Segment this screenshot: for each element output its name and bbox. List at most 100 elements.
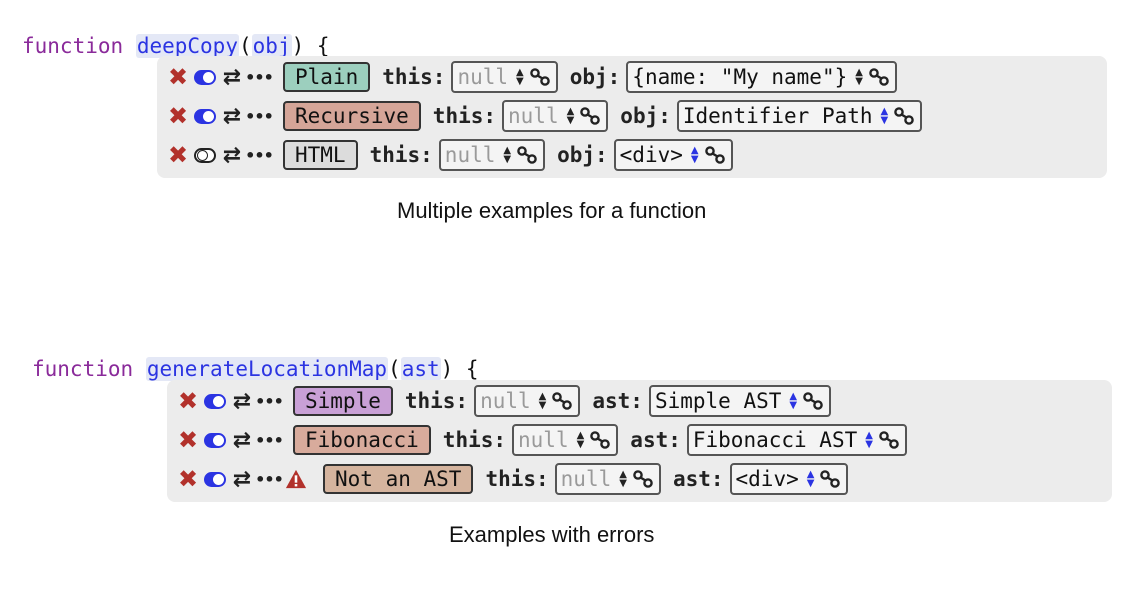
up-down-icon[interactable]: ▲▼ xyxy=(789,391,798,411)
swap-arrows-icon[interactable]: ⇄ xyxy=(232,466,252,492)
this-value-select[interactable]: null▲▼ xyxy=(502,100,609,132)
example-name-chip[interactable]: Simple xyxy=(293,386,393,416)
param-label: ast: xyxy=(592,389,643,413)
example-row: ✖ ⇄••• Simple this: null ▲▼ ast: Simple AST ▲▼ xyxy=(177,384,843,418)
this-value-select[interactable]: null ▲▼ xyxy=(474,385,581,417)
warning-icon xyxy=(285,468,307,490)
close-icon[interactable]: ✖ xyxy=(177,387,199,415)
param-value-select[interactable]: Fibonacci AST ▲▼ xyxy=(686,424,907,456)
function-name[interactable]: generateLocationMap xyxy=(145,357,389,381)
this-label: this: xyxy=(404,389,469,413)
link-icon[interactable] xyxy=(892,105,916,127)
link-icon[interactable] xyxy=(588,429,612,451)
up-down-icon[interactable]: ▲▼ xyxy=(855,67,863,87)
close-icon[interactable]: ✖ xyxy=(177,426,199,454)
param-value: <div> xyxy=(619,143,683,167)
param-value-select[interactable]: Simple AST ▲▼ xyxy=(648,385,832,417)
this-label: this: xyxy=(432,104,497,128)
swap-arrows-icon[interactable]: ⇄ xyxy=(222,142,242,168)
toggle-switch[interactable] xyxy=(204,432,226,448)
this-value-select[interactable]: null ▲▼ xyxy=(554,463,661,495)
toggle-icon[interactable] xyxy=(204,429,226,451)
this-value-select[interactable]: null▲▼ xyxy=(451,61,558,93)
link-icon[interactable] xyxy=(801,390,825,412)
up-down-icon[interactable]: ▲▼ xyxy=(538,391,547,411)
link-icon[interactable] xyxy=(528,66,552,88)
example-name-chip[interactable]: Recursive xyxy=(283,101,421,131)
toggle-switch[interactable] xyxy=(194,147,216,163)
param-value-select[interactable]: <div> ▲▼ xyxy=(729,463,849,495)
close-icon[interactable]: ✖ xyxy=(167,102,189,130)
this-value: null xyxy=(444,143,496,167)
link-icon[interactable] xyxy=(818,468,842,490)
swap-arrows-icon[interactable]: ⇄ xyxy=(232,388,252,414)
up-down-icon[interactable]: ▲▼ xyxy=(690,145,699,165)
up-down-icon[interactable]: ▲▼ xyxy=(566,106,575,126)
up-down-icon[interactable]: ▲▼ xyxy=(503,145,512,165)
toggle-icon[interactable] xyxy=(204,390,226,412)
close-icon[interactable]: ✖ xyxy=(167,141,189,169)
toggle-switch[interactable] xyxy=(194,108,216,124)
param-value-select[interactable]: <div> ▲▼ xyxy=(613,139,733,171)
this-value: null xyxy=(560,467,612,491)
function-name[interactable]: deepCopy xyxy=(135,34,239,58)
up-down-icon[interactable]: ▲▼ xyxy=(619,469,627,489)
example-name-chip[interactable]: Fibonacci xyxy=(293,425,431,455)
toggle-icon[interactable] xyxy=(194,144,216,166)
example-name-chip[interactable]: Not an AST xyxy=(323,464,474,494)
swap-arrows-icon[interactable]: ⇄ xyxy=(222,64,242,90)
param-value: <div> xyxy=(735,467,799,491)
link-icon[interactable] xyxy=(550,390,574,412)
link-icon[interactable] xyxy=(877,429,901,451)
link-icon[interactable] xyxy=(631,468,655,490)
toggle-switch[interactable] xyxy=(204,471,226,487)
example-name-chip[interactable]: HTML xyxy=(283,140,358,170)
up-down-icon[interactable]: ▲▼ xyxy=(516,67,524,87)
close-icon[interactable]: ✖ xyxy=(177,465,199,493)
example-row: ✖ ⇄••• Recursive this:null▲▼ obj:Identifier … xyxy=(167,99,934,133)
more-icon[interactable]: ••• xyxy=(255,469,284,489)
more-icon[interactable]: ••• xyxy=(255,391,284,411)
caption-examples-with-errors: Examples with errors xyxy=(449,522,655,547)
more-icon[interactable]: ••• xyxy=(245,67,274,87)
function-keyword: function xyxy=(32,357,134,381)
toggle-icon[interactable] xyxy=(194,66,216,88)
param-value: Fibonacci AST xyxy=(692,428,858,452)
link-icon[interactable] xyxy=(515,144,539,166)
param-value-select[interactable]: {name: "My name"} ▲▼ xyxy=(626,61,897,93)
toggle-icon[interactable] xyxy=(194,105,216,127)
param-value: Simple AST xyxy=(654,389,782,413)
this-value-select[interactable]: null ▲▼ xyxy=(438,139,546,171)
toggle-switch[interactable] xyxy=(204,393,226,409)
toggle-icon[interactable] xyxy=(204,468,226,490)
link-icon[interactable] xyxy=(703,144,727,166)
param-value: {name: "My name"} xyxy=(632,65,848,89)
up-down-icon[interactable]: ▲▼ xyxy=(806,469,815,489)
function-keyword: function xyxy=(22,34,124,58)
close-icon[interactable]: ✖ xyxy=(167,63,189,91)
this-value: null xyxy=(518,428,569,452)
more-icon[interactable]: ••• xyxy=(245,106,274,126)
toggle-switch[interactable] xyxy=(194,69,216,85)
link-icon[interactable] xyxy=(578,105,602,127)
up-down-icon[interactable]: ▲▼ xyxy=(576,430,585,450)
this-label: this: xyxy=(382,65,446,89)
this-value-select[interactable]: null ▲▼ xyxy=(512,424,619,456)
param-label: obj: xyxy=(620,104,671,128)
function-param[interactable]: obj xyxy=(251,34,292,58)
swap-arrows-icon[interactable]: ⇄ xyxy=(222,103,242,129)
this-value: null xyxy=(480,389,531,413)
more-icon[interactable]: ••• xyxy=(245,145,274,165)
param-value-select[interactable]: Identifier Path▲▼ xyxy=(676,100,923,132)
up-down-icon[interactable]: ▲▼ xyxy=(865,430,873,450)
this-label: this: xyxy=(369,143,433,167)
example-name-chip[interactable]: Plain xyxy=(283,62,371,92)
swap-arrows-icon[interactable]: ⇄ xyxy=(232,427,252,453)
more-icon[interactable]: ••• xyxy=(255,430,284,450)
this-label: this: xyxy=(442,428,507,452)
link-icon[interactable] xyxy=(867,66,891,88)
up-down-icon[interactable]: ▲▼ xyxy=(880,106,889,126)
function-param[interactable]: ast xyxy=(400,357,441,381)
